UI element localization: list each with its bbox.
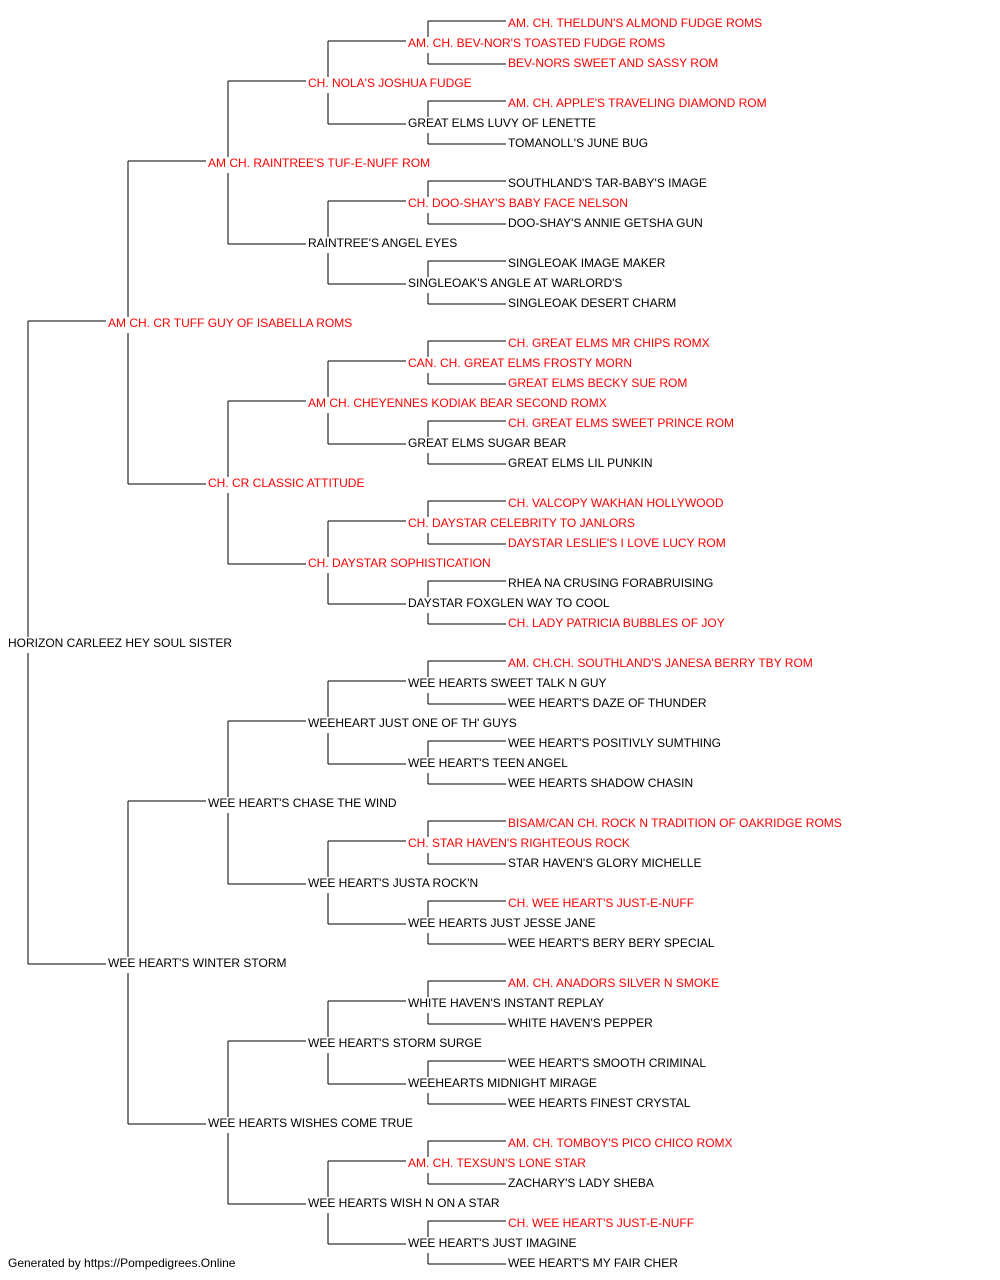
pedigree-name-sire-dam: CH. CR CLASSIC ATTITUDE bbox=[208, 476, 364, 490]
pedigree-name-sire-sire-sire-dam: GREAT ELMS LUVY OF LENETTE bbox=[408, 116, 596, 130]
pedigree-name-sire-dam-sire-dam-sire: CH. GREAT ELMS SWEET PRINCE ROM bbox=[508, 416, 734, 430]
pedigree-name-dam-sire-dam-dam-sire: CH. WEE HEART'S JUST-E-NUFF bbox=[508, 896, 694, 910]
pedigree-name-sire-sire-dam: RAINTREE'S ANGEL EYES bbox=[308, 236, 457, 250]
pedigree-name-sire-dam-sire-dam-dam: GREAT ELMS LIL PUNKIN bbox=[508, 456, 653, 470]
pedigree-name-dam-dam-dam-sire: AM. CH. TEXSUN'S LONE STAR bbox=[408, 1156, 586, 1170]
pedigree-name-sire-sire-sire-dam-sire: AM. CH. APPLE'S TRAVELING DIAMOND ROM bbox=[508, 96, 767, 110]
pedigree-name-dam-dam-sire-sire-dam: WHITE HAVEN'S PEPPER bbox=[508, 1016, 653, 1030]
pedigree-name-dam-dam-sire: WEE HEART'S STORM SURGE bbox=[308, 1036, 482, 1050]
pedigree-name-sire-sire-sire-sire-sire: AM. CH. THELDUN'S ALMOND FUDGE ROMS bbox=[508, 16, 762, 30]
pedigree-name-sire-dam-dam-sire: CH. DAYSTAR CELEBRITY TO JANLORS bbox=[408, 516, 635, 530]
pedigree-name-sire-sire-dam-sire-sire: SOUTHLAND'S TAR-BABY'S IMAGE bbox=[508, 176, 707, 190]
pedigree-name-dam-sire-sire-sire-sire: AM. CH.CH. SOUTHLAND'S JANESA BERRY TBY … bbox=[508, 656, 813, 670]
pedigree-name-dam-dam-sire-sire-sire: AM. CH. ANADORS SILVER N SMOKE bbox=[508, 976, 719, 990]
pedigree-name-sire-sire-sire-sire: AM. CH. BEV-NOR'S TOASTED FUDGE ROMS bbox=[408, 36, 665, 50]
pedigree-name-dam-dam-dam-sire-sire: AM. CH. TOMBOY'S PICO CHICO ROMX bbox=[508, 1136, 733, 1150]
pedigree-name-subject: HORIZON CARLEEZ HEY SOUL SISTER bbox=[8, 636, 232, 650]
pedigree-name-sire-sire-sire-dam-dam: TOMANOLL'S JUNE BUG bbox=[508, 136, 648, 150]
pedigree-name-sire-sire-dam-sire-dam: DOO-SHAY'S ANNIE GETSHA GUN bbox=[508, 216, 703, 230]
pedigree-name-sire-dam-dam-sire-sire: CH. VALCOPY WAKHAN HOLLYWOOD bbox=[508, 496, 724, 510]
pedigree-name-dam-dam-sire-dam-sire: WEE HEART'S SMOOTH CRIMINAL bbox=[508, 1056, 706, 1070]
pedigree-name-dam: WEE HEART'S WINTER STORM bbox=[108, 956, 287, 970]
pedigree-name-sire-sire-dam-sire: CH. DOO-SHAY'S BABY FACE NELSON bbox=[408, 196, 628, 210]
pedigree-name-dam-dam: WEE HEARTS WISHES COME TRUE bbox=[208, 1116, 413, 1130]
pedigree-name-dam-sire-dam: WEE HEART'S JUSTA ROCK'N bbox=[308, 876, 478, 890]
pedigree-name-dam-dam-sire-dam-dam: WEE HEARTS FINEST CRYSTAL bbox=[508, 1096, 691, 1110]
pedigree-name-dam-dam-dam-sire-dam: ZACHARY'S LADY SHEBA bbox=[508, 1176, 654, 1190]
pedigree-name-dam-sire-sire-sire: WEE HEARTS SWEET TALK N GUY bbox=[408, 676, 607, 690]
pedigree-name-dam-dam-dam: WEE HEARTS WISH N ON A STAR bbox=[308, 1196, 500, 1210]
pedigree-name-dam-sire: WEE HEART'S CHASE THE WIND bbox=[208, 796, 397, 810]
pedigree-name-sire-sire-dam-dam: SINGLEOAK'S ANGLE AT WARLORD'S bbox=[408, 276, 622, 290]
pedigree-name-dam-sire-dam-dam: WEE HEARTS JUST JESSE JANE bbox=[408, 916, 596, 930]
pedigree-name-sire-sire-sire-sire-dam: BEV-NORS SWEET AND SASSY ROM bbox=[508, 56, 718, 70]
pedigree-name-sire-dam-sire-sire: CAN. CH. GREAT ELMS FROSTY MORN bbox=[408, 356, 632, 370]
pedigree-name-dam-sire-dam-dam-dam: WEE HEART'S BERY BERY SPECIAL bbox=[508, 936, 715, 950]
pedigree-name-dam-dam-sire-dam: WEEHEARTS MIDNIGHT MIRAGE bbox=[408, 1076, 597, 1090]
pedigree-name-dam-sire-dam-sire-sire: BISAM/CAN CH. ROCK N TRADITION OF OAKRID… bbox=[508, 816, 842, 830]
pedigree-name-sire-sire-dam-dam-dam: SINGLEOAK DESERT CHARM bbox=[508, 296, 676, 310]
pedigree-name-dam-sire-sire-dam-sire: WEE HEART'S POSITIVLY SUMTHING bbox=[508, 736, 721, 750]
pedigree-name-sire-dam-dam-dam-dam: CH. LADY PATRICIA BUBBLES OF JOY bbox=[508, 616, 725, 630]
pedigree-name-sire-dam-sire: AM CH. CHEYENNES KODIAK BEAR SECOND ROMX bbox=[308, 396, 607, 410]
pedigree-name-sire-dam-dam-sire-dam: DAYSTAR LESLIE'S I LOVE LUCY ROM bbox=[508, 536, 726, 550]
pedigree-name-sire-dam-dam: CH. DAYSTAR SOPHISTICATION bbox=[308, 556, 491, 570]
pedigree-name-sire-sire: AM CH. RAINTREE'S TUF-E-NUFF ROM bbox=[208, 156, 430, 170]
pedigree-name-dam-sire-sire-sire-dam: WEE HEART'S DAZE OF THUNDER bbox=[508, 696, 707, 710]
pedigree-name-sire: AM CH. CR TUFF GUY OF ISABELLA ROMS bbox=[108, 316, 352, 330]
pedigree-name-dam-sire-sire-dam: WEE HEART'S TEEN ANGEL bbox=[408, 756, 568, 770]
pedigree-name-dam-dam-sire-sire: WHITE HAVEN'S INSTANT REPLAY bbox=[408, 996, 604, 1010]
pedigree-name-dam-sire-dam-sire: CH. STAR HAVEN'S RIGHTEOUS ROCK bbox=[408, 836, 630, 850]
pedigree-name-sire-dam-dam-dam-sire: RHEA NA CRUSING FORABRUISING bbox=[508, 576, 713, 590]
pedigree-name-dam-dam-dam-dam-dam: WEE HEART'S MY FAIR CHER bbox=[508, 1256, 678, 1270]
pedigree-name-dam-dam-dam-dam-sire: CH. WEE HEART'S JUST-E-NUFF bbox=[508, 1216, 694, 1230]
pedigree-name-sire-dam-sire-sire-sire: CH. GREAT ELMS MR CHIPS ROMX bbox=[508, 336, 710, 350]
pedigree-name-sire-dam-dam-dam: DAYSTAR FOXGLEN WAY TO COOL bbox=[408, 596, 610, 610]
pedigree-name-sire-dam-sire-dam: GREAT ELMS SUGAR BEAR bbox=[408, 436, 567, 450]
footer-credit: Generated by https://Pompedigrees.Online bbox=[8, 1256, 236, 1270]
pedigree-name-sire-sire-sire: CH. NOLA'S JOSHUA FUDGE bbox=[308, 76, 472, 90]
pedigree-name-dam-dam-dam-dam: WEE HEART'S JUST IMAGINE bbox=[408, 1236, 577, 1250]
pedigree-name-sire-sire-dam-dam-sire: SINGLEOAK IMAGE MAKER bbox=[508, 256, 666, 270]
pedigree-name-dam-sire-sire-dam-dam: WEE HEARTS SHADOW CHASIN bbox=[508, 776, 693, 790]
pedigree-name-dam-sire-sire: WEEHEART JUST ONE OF TH' GUYS bbox=[308, 716, 517, 730]
pedigree-name-dam-sire-dam-sire-dam: STAR HAVEN'S GLORY MICHELLE bbox=[508, 856, 701, 870]
pedigree-name-sire-dam-sire-sire-dam: GREAT ELMS BECKY SUE ROM bbox=[508, 376, 687, 390]
